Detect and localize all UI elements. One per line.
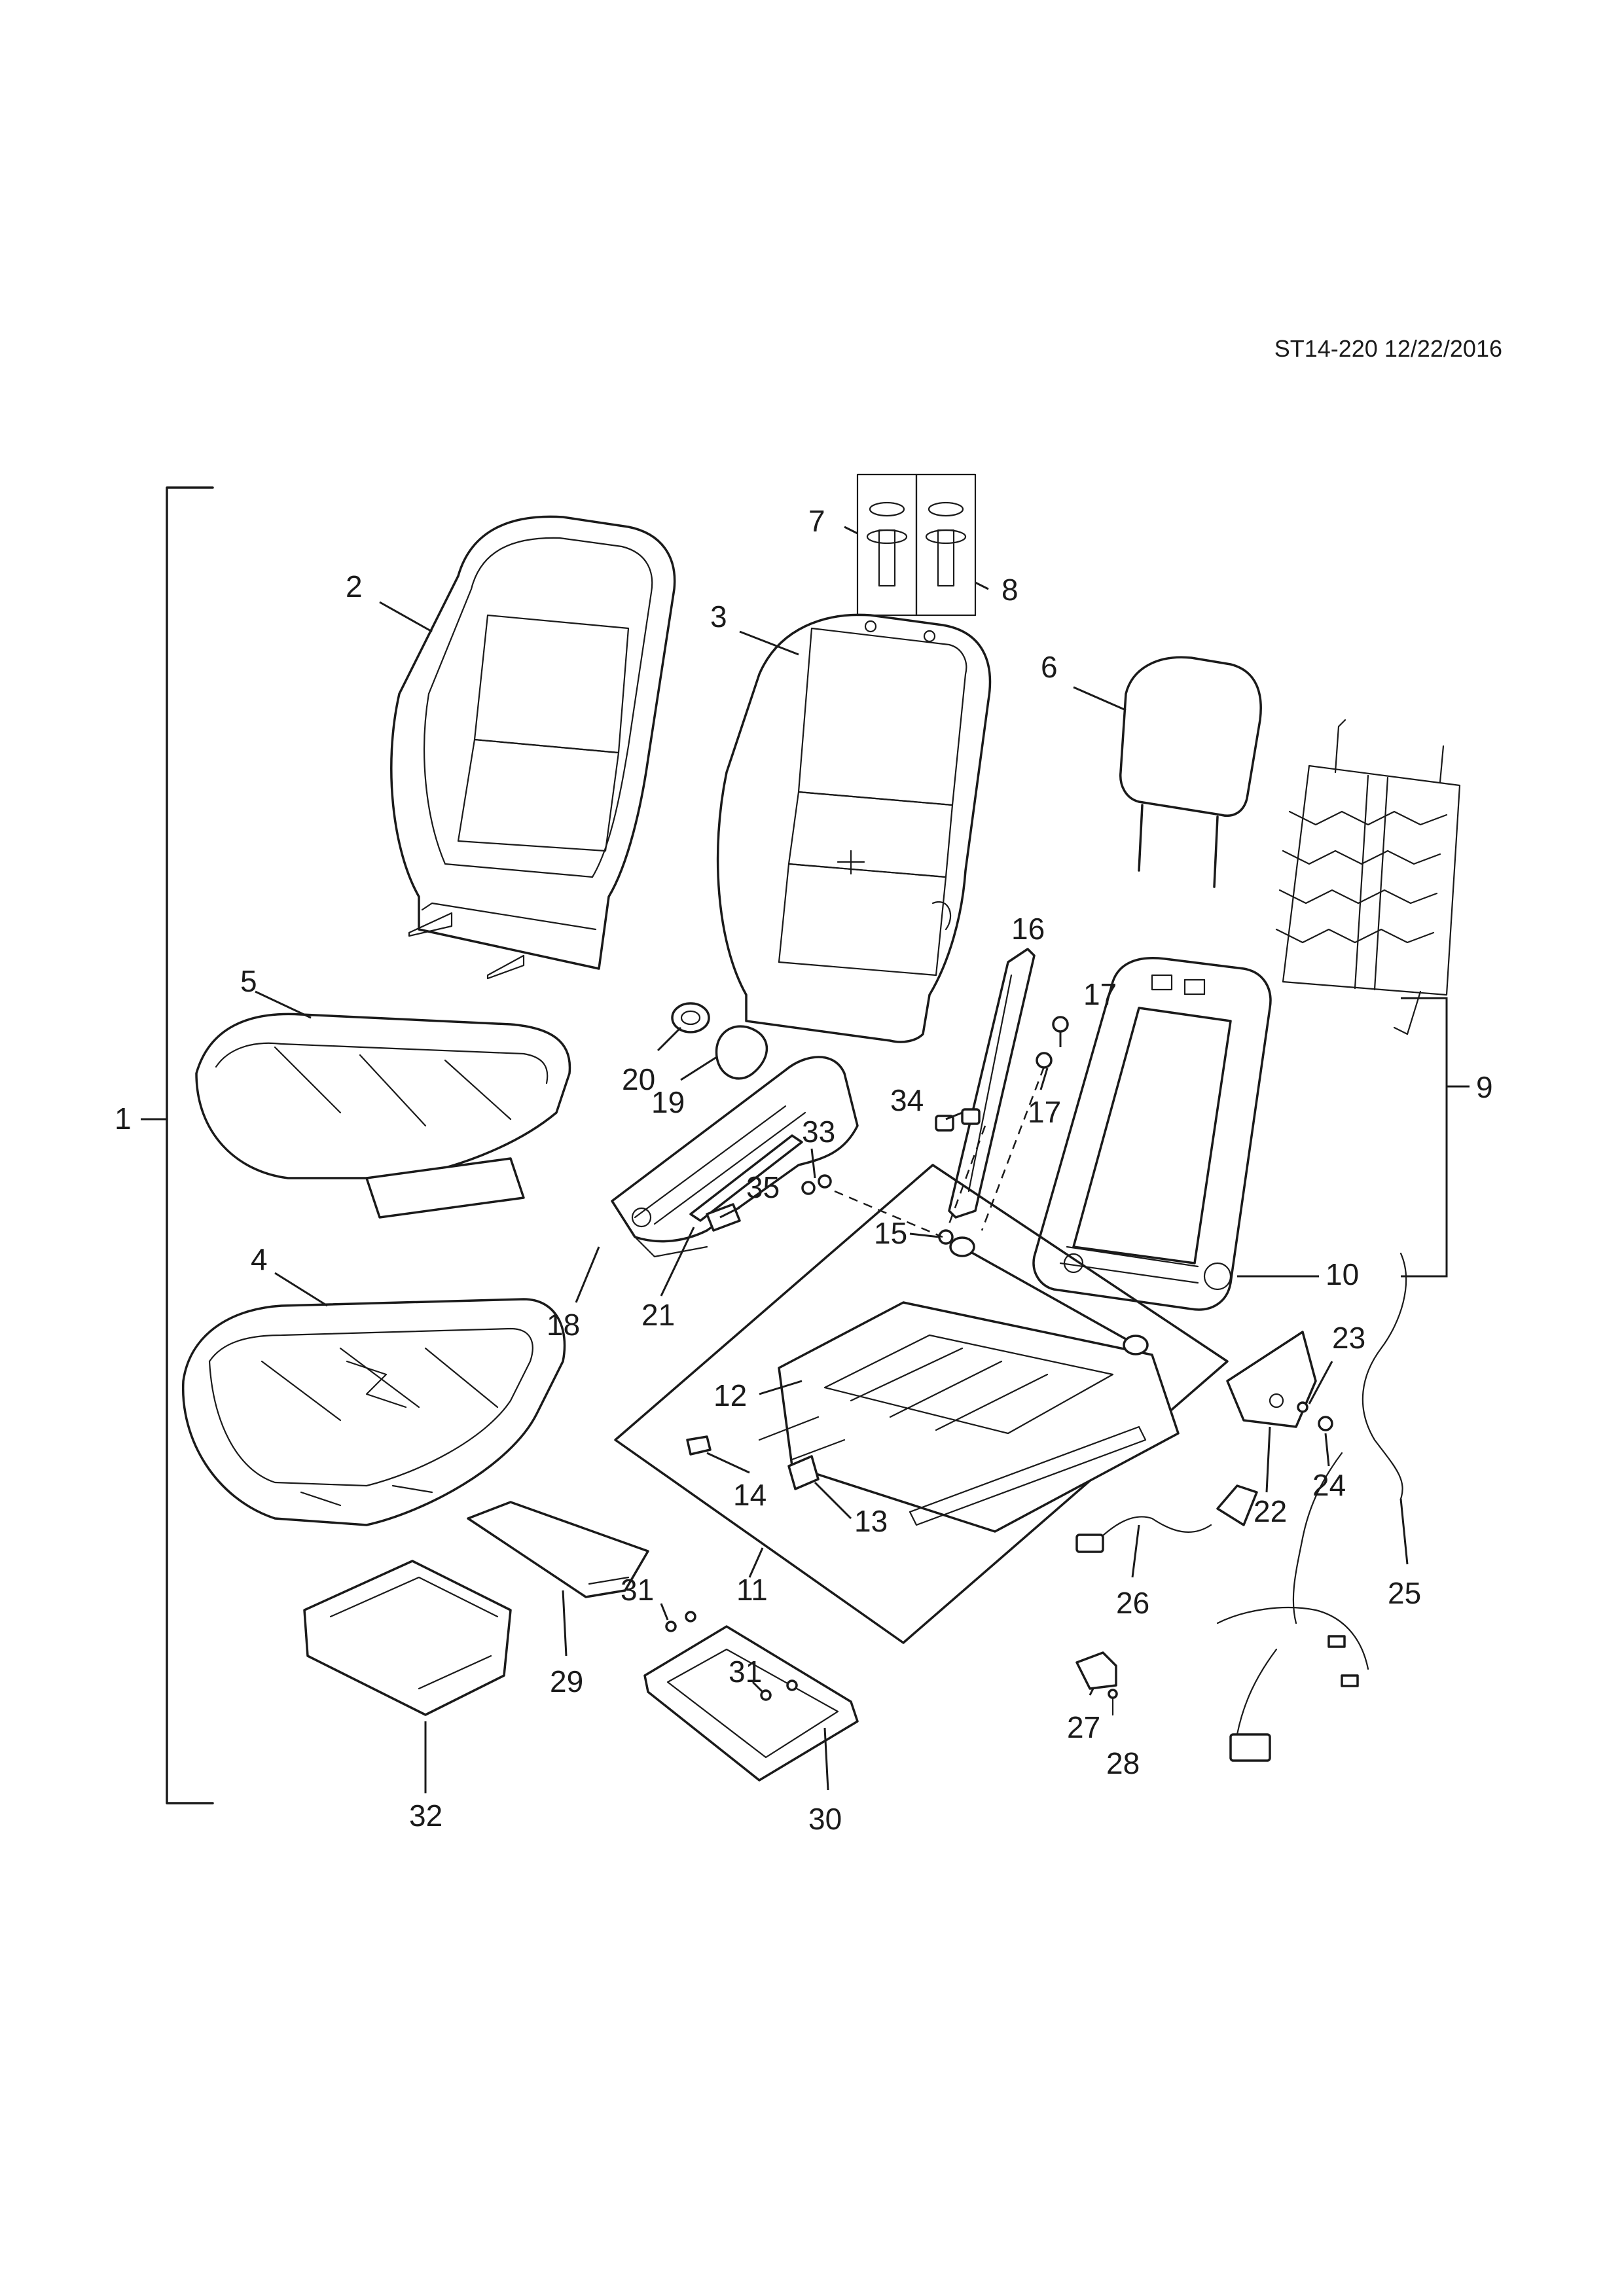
seat-cushion-pad xyxy=(181,1298,566,1526)
leader-lines xyxy=(255,526,1470,1793)
bracket-27 xyxy=(1075,1651,1117,1690)
callout-19: 19 xyxy=(651,1085,685,1119)
callout-34: 34 xyxy=(890,1083,924,1117)
callout-35: 35 xyxy=(746,1170,780,1204)
assembly-guides xyxy=(834,1066,1045,1238)
callout-9: 9 xyxy=(1476,1070,1493,1104)
callout-7: 7 xyxy=(808,504,825,538)
callout-14: 14 xyxy=(733,1478,767,1512)
seat-frame-box xyxy=(614,1164,1229,1644)
bolt-23 xyxy=(1297,1401,1308,1413)
seatback-pad xyxy=(716,613,992,1043)
nut-upper xyxy=(1052,1016,1069,1033)
callout-labels: 1 2 3 4 5 6 7 8 9 10 11 12 13 14 15 16 1… xyxy=(115,504,1493,1836)
seat-belt-buckle xyxy=(1075,1484,1258,1553)
callout-5: 5 xyxy=(240,964,257,998)
seatback-frame xyxy=(1032,957,1272,1311)
assembly-bracket xyxy=(141,486,214,1804)
callout-24: 24 xyxy=(1312,1468,1346,1502)
screw-28 xyxy=(1108,1689,1118,1716)
callout-22: 22 xyxy=(1254,1494,1287,1528)
tray-bracket xyxy=(643,1625,859,1782)
callout-23: 23 xyxy=(1332,1321,1365,1355)
callout-8: 8 xyxy=(1001,573,1019,607)
callout-21: 21 xyxy=(641,1298,675,1332)
bushings-34 xyxy=(935,1108,981,1132)
callout-6: 6 xyxy=(1041,650,1058,684)
recliner-handle xyxy=(715,1025,768,1080)
callout-13: 13 xyxy=(854,1504,888,1538)
headrest xyxy=(1119,656,1262,888)
callout-3: 3 xyxy=(710,600,727,634)
reference-code: ST14-220 12/22/2016 xyxy=(1274,335,1502,362)
seatback-cover xyxy=(390,515,676,980)
screws-31-upper xyxy=(665,1611,696,1632)
screws-31-lower xyxy=(760,1679,798,1701)
switch-bezel xyxy=(689,1134,803,1222)
headrest-guide-8 xyxy=(915,473,977,617)
callout-29: 29 xyxy=(550,1664,583,1698)
callout-20: 20 xyxy=(622,1062,655,1096)
motor-bracket xyxy=(787,1455,820,1490)
recliner-knob xyxy=(671,1002,710,1033)
seat-cushion-cover xyxy=(195,1013,571,1219)
track-clip xyxy=(686,1435,712,1456)
storage-lid xyxy=(467,1501,649,1598)
callout-17a: 17 xyxy=(1083,977,1117,1011)
callout-28: 28 xyxy=(1106,1746,1140,1780)
callout-12: 12 xyxy=(713,1378,747,1412)
wiring-harness xyxy=(1216,1252,1407,1762)
callout-1: 1 xyxy=(115,1102,132,1136)
callout-25: 25 xyxy=(1388,1576,1421,1610)
callout-15: 15 xyxy=(874,1216,907,1250)
storage-tray xyxy=(303,1560,512,1716)
screws-33 xyxy=(801,1174,832,1195)
push-pin-24 xyxy=(1318,1416,1333,1431)
callout-31a: 31 xyxy=(621,1573,654,1607)
callout-4: 4 xyxy=(251,1242,268,1276)
side-trim-panel xyxy=(948,948,1036,1219)
callout-17b: 17 xyxy=(1028,1095,1061,1129)
callout-2: 2 xyxy=(346,569,363,603)
callout-16: 16 xyxy=(1011,912,1045,946)
callout-33: 33 xyxy=(802,1115,835,1149)
nut-lower xyxy=(1036,1052,1053,1069)
callout-30: 30 xyxy=(808,1802,842,1836)
callout-32: 32 xyxy=(409,1799,442,1833)
callout-26: 26 xyxy=(1116,1586,1149,1620)
lumbar-wire-mat xyxy=(1275,719,1461,1035)
headrest-guide-7 xyxy=(856,473,918,617)
callout-11: 11 xyxy=(736,1573,768,1607)
callout-31b: 31 xyxy=(729,1655,762,1689)
callout-18: 18 xyxy=(547,1308,580,1342)
outer-side-shield xyxy=(611,1056,859,1258)
callout-10: 10 xyxy=(1326,1257,1359,1291)
callout-27: 27 xyxy=(1067,1710,1100,1744)
